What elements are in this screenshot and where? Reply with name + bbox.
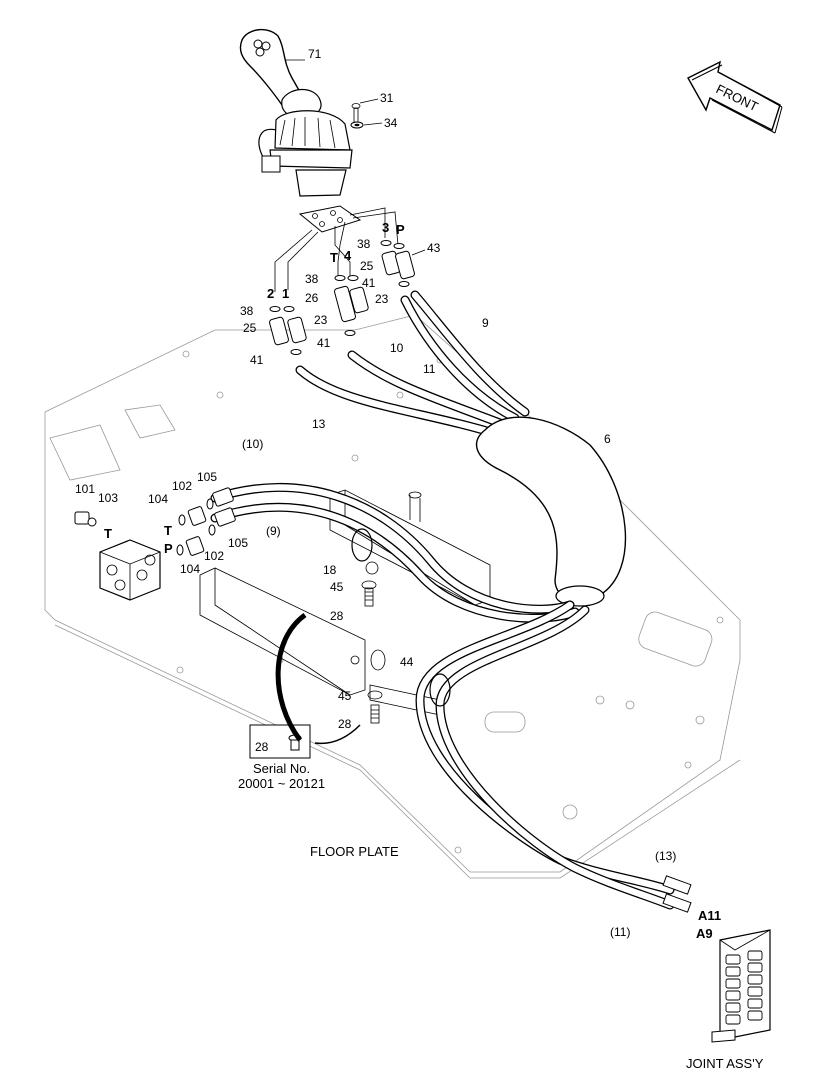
callout-34: 34: [384, 116, 398, 130]
callout-28-inset: 28: [255, 740, 269, 754]
bolt-28-lower: [367, 690, 383, 724]
joint-port-fitting: [747, 986, 763, 997]
joint-port-fitting: [725, 954, 741, 965]
callout-28-b: 28: [338, 717, 352, 731]
callout-103: 103: [98, 491, 118, 505]
port-label-A9: A9: [696, 926, 713, 941]
callout-25-a: 25: [360, 259, 374, 273]
callout-31: 31: [380, 91, 394, 105]
hose-bundle: [210, 290, 692, 913]
callout-28-a: 28: [330, 609, 344, 623]
callout-23-a: 23: [375, 292, 389, 306]
callout-41-c: 41: [250, 353, 264, 367]
callout-41-a: 41: [362, 276, 376, 290]
callout-44: 44: [400, 655, 414, 669]
callout-13: 13: [312, 417, 326, 431]
callouts: 71 31 34 3 P 38 43 T 4 25 38 41 2 1 26 2…: [75, 47, 764, 1071]
inset-serial-label: Serial No.: [253, 761, 310, 776]
joint-port-fitting: [725, 1002, 741, 1013]
callout-105-b: 105: [228, 536, 248, 550]
callout-38-a: 38: [357, 237, 371, 251]
port-label-T-fitting: T: [164, 523, 172, 538]
bolt-31: [351, 103, 361, 123]
callout-23-b: 23: [314, 313, 328, 327]
port-label-1: 1: [282, 286, 289, 301]
callout-18: 18: [323, 563, 337, 577]
callout-11: 11: [423, 362, 436, 376]
callout-10-paren: (10): [242, 437, 263, 451]
joint-port-fitting: [725, 990, 741, 1001]
adapters-102: [176, 487, 236, 556]
callout-101: 101: [75, 482, 95, 496]
callout-9: 9: [482, 316, 489, 330]
support-bracket-lower: [199, 567, 366, 696]
callout-41-b: 41: [317, 336, 331, 350]
fitting-26-center: [334, 285, 369, 323]
callout-102-a: 102: [172, 479, 192, 493]
callout-104-a: 104: [148, 492, 168, 506]
joint-assy-label: JOINT ASS'Y: [686, 1056, 764, 1071]
floor-plate-label: FLOOR PLATE: [310, 844, 399, 859]
callout-38-c: 38: [240, 304, 254, 318]
port-label-T-valve: T: [104, 526, 112, 541]
joint-port-fitting: [725, 966, 741, 977]
hose-clamp-44: [370, 649, 451, 707]
joint-port-fitting: [747, 998, 763, 1009]
port-label-A11: A11: [698, 908, 721, 923]
joint-port-fitting: [747, 950, 763, 961]
joint-port-fitting: [747, 974, 763, 985]
callout-13-paren: (13): [655, 849, 676, 863]
port-label-2: 2: [267, 286, 274, 301]
callout-105-a: 105: [197, 470, 217, 484]
bolt-28-upper: [361, 580, 377, 607]
port-label-P-fitting: P: [164, 541, 173, 556]
port-label-4: 4: [344, 248, 352, 263]
callout-71: 71: [308, 47, 322, 61]
joint-assembly: [711, 929, 771, 1043]
joint-port-fitting: [725, 978, 741, 989]
inset-box: [249, 612, 361, 759]
callout-10: 10: [390, 341, 404, 355]
fitting-25-right: [381, 250, 415, 280]
valve-block: [99, 539, 161, 601]
joint-port-fitting: [747, 962, 763, 973]
inset-serial-range: 20001 ~ 20121: [238, 776, 325, 791]
joystick-assembly: [239, 29, 362, 233]
port-leader-lines: [274, 207, 399, 292]
callout-102-b: 102: [204, 549, 224, 563]
callout-11-paren: (11): [610, 925, 630, 939]
joint-port-fitting: [747, 1010, 763, 1021]
callout-43: 43: [427, 241, 441, 255]
callout-25-b: 25: [243, 321, 257, 335]
port-label-T: T: [330, 250, 338, 265]
washer-34: [350, 121, 364, 129]
port-label-P: P: [396, 222, 405, 237]
fitting-25-left: [269, 316, 307, 346]
floor-plate: [44, 314, 741, 879]
hose-clamp-18: [351, 528, 379, 575]
front-arrow: FRONT: [687, 60, 783, 134]
port-label-3: 3: [382, 220, 389, 235]
callout-6: 6: [604, 432, 611, 446]
callout-26: 26: [305, 291, 319, 305]
joint-port-fitting: [725, 1014, 741, 1025]
callout-45-a: 45: [330, 580, 344, 594]
callout-9-paren: (9): [266, 524, 281, 538]
callout-45-b: 45: [338, 689, 352, 703]
orings: [269, 240, 410, 355]
callout-38-b: 38: [305, 272, 319, 286]
plug-101: [74, 511, 97, 527]
callout-104-b: 104: [180, 562, 200, 576]
